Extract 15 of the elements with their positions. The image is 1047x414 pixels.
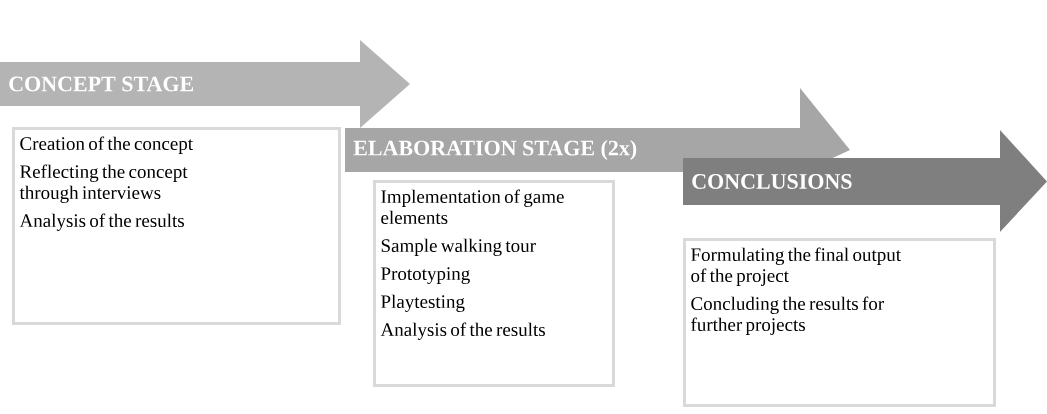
list-item: Creation of the concept xyxy=(20,136,193,154)
list-item: Reflecting the concept through interviews xyxy=(19,164,188,203)
list-item: Formulating the final output of the project xyxy=(691,247,901,286)
stage-box xyxy=(373,180,615,387)
list-item: Playtesting xyxy=(381,294,465,312)
stage-heading-banner: CONCEPT STAGE xyxy=(0,40,410,128)
list-item: Concluding the results for further projects xyxy=(691,296,884,335)
list-item: Prototyping xyxy=(381,267,470,284)
list-item: Implementation of game elements xyxy=(381,189,564,225)
list-item: Analysis of the results xyxy=(19,213,184,231)
list-item: Sample walking tour xyxy=(381,238,536,256)
stage-heading-banner: CONCLUSIONS xyxy=(683,130,1047,232)
stage-box xyxy=(683,238,996,407)
list-item: Analysis of the results xyxy=(380,322,545,340)
stage-box xyxy=(12,127,341,325)
